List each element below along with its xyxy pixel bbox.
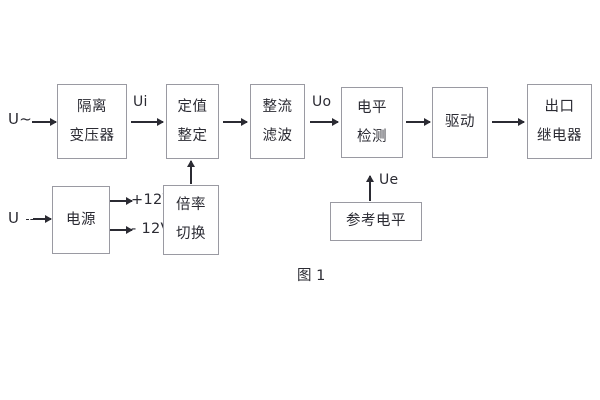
signal-ue-label: Ue (379, 172, 399, 188)
block-rectify-filter-line-1: 整流 (262, 98, 293, 115)
signal-ui-label: Ui (133, 94, 148, 110)
block-level-detection: 电平 检测 (341, 87, 403, 158)
arrow-rectify-filter-to-level-detection (310, 121, 338, 123)
block-rectify-filter-line-2: 滤波 (262, 127, 293, 144)
arrow-setting-value-to-rectify-filter (223, 121, 247, 123)
arrow-level-detection-to-drive (406, 121, 430, 123)
block-reference-level-line-1: 参考电平 (346, 213, 406, 230)
block-isolation-transformer: 隔离 变压器 (57, 84, 127, 159)
arrow-input-dc-to-power-supply (33, 218, 51, 220)
block-setting-value: 定值 整定 (166, 84, 219, 159)
arrow-supply-negative (110, 229, 132, 231)
supply-negative-label: - 12V (131, 221, 171, 237)
block-output-relay: 出口 继电器 (527, 84, 592, 159)
block-isolation-transformer-line-1: 隔离 (77, 98, 107, 115)
signal-uo-label: Uo (312, 94, 332, 110)
block-drive: 驱动 (432, 87, 488, 158)
arrow-input-ac-to-isolation-transformer (32, 121, 56, 123)
arrow-drive-to-output-relay (492, 121, 524, 123)
block-power-supply-line-1: 电源 (66, 211, 96, 228)
block-setting-value-line-1: 定值 (177, 98, 208, 115)
figure-caption: 图 1 (297, 268, 326, 284)
block-level-detection-line-2: 检测 (357, 128, 387, 145)
block-reference-level: 参考电平 (330, 202, 422, 241)
block-multiplier-switch-line-1: 倍率 (176, 197, 206, 214)
supply-positive-label: +12V (131, 192, 173, 208)
block-isolation-transformer-line-2: 变压器 (69, 127, 115, 144)
block-multiplier-switch-line-2: 切换 (176, 226, 206, 242)
block-multiplier-switch: 倍率 切换 (163, 185, 219, 255)
input-ac-label: U~ (8, 110, 33, 128)
block-drive-line-1: 驱动 (445, 114, 475, 131)
arrow-isolation-transformer-to-setting-value (131, 121, 163, 123)
input-dc-label: U (8, 209, 20, 227)
block-rectify-filter: 整流 滤波 (250, 84, 305, 159)
arrow-multiplier-switch-to-setting-value (190, 161, 192, 184)
block-setting-value-line-2: 整定 (177, 127, 208, 144)
block-output-relay-line-1: 出口 (544, 98, 575, 115)
block-level-detection-line-1: 电平 (357, 99, 387, 116)
block-power-supply: 电源 (52, 186, 110, 254)
block-output-relay-line-2: 继电器 (537, 127, 582, 144)
arrow-supply-positive (110, 200, 132, 202)
arrow-reference-level-to-level-detection (369, 176, 371, 201)
